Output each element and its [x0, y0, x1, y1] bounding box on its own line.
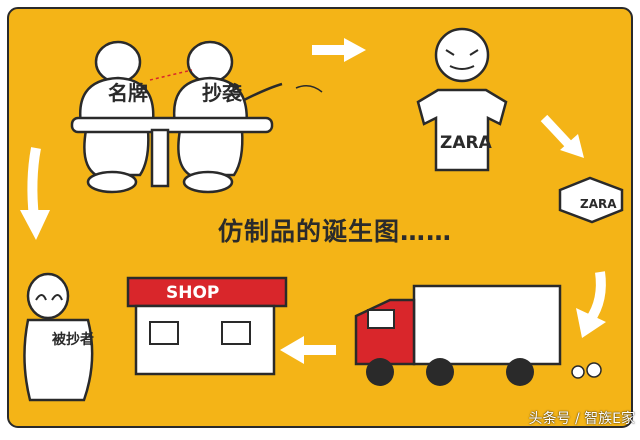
victim-figure: 被抄者	[23, 272, 94, 402]
paper-scrap	[295, 85, 323, 93]
victim-label: 被抄者	[52, 331, 94, 348]
table	[70, 116, 274, 188]
watermark: 头条号 / 智族E家	[528, 411, 635, 427]
arrow-down-icon	[20, 147, 50, 240]
truck-icon	[354, 284, 602, 386]
arrow-right-icon	[312, 38, 366, 62]
shirt-icon: ZARA	[416, 88, 508, 172]
shop-icon: SHOP	[126, 276, 288, 376]
person-icon	[434, 27, 490, 83]
caption: 仿制品的诞生图……	[218, 217, 453, 246]
arrow-curved-icon	[540, 114, 584, 158]
package-label: ZARA	[580, 197, 617, 211]
arrow-down-icon	[576, 271, 606, 338]
package-icon: ZARA	[558, 176, 624, 224]
copier-label: 抄袭	[202, 81, 243, 105]
brand-label: 名牌	[108, 81, 148, 105]
shirt-label: ZARA	[440, 133, 493, 153]
shop-sign: SHOP	[166, 283, 219, 303]
arrow-left-icon	[280, 336, 336, 364]
